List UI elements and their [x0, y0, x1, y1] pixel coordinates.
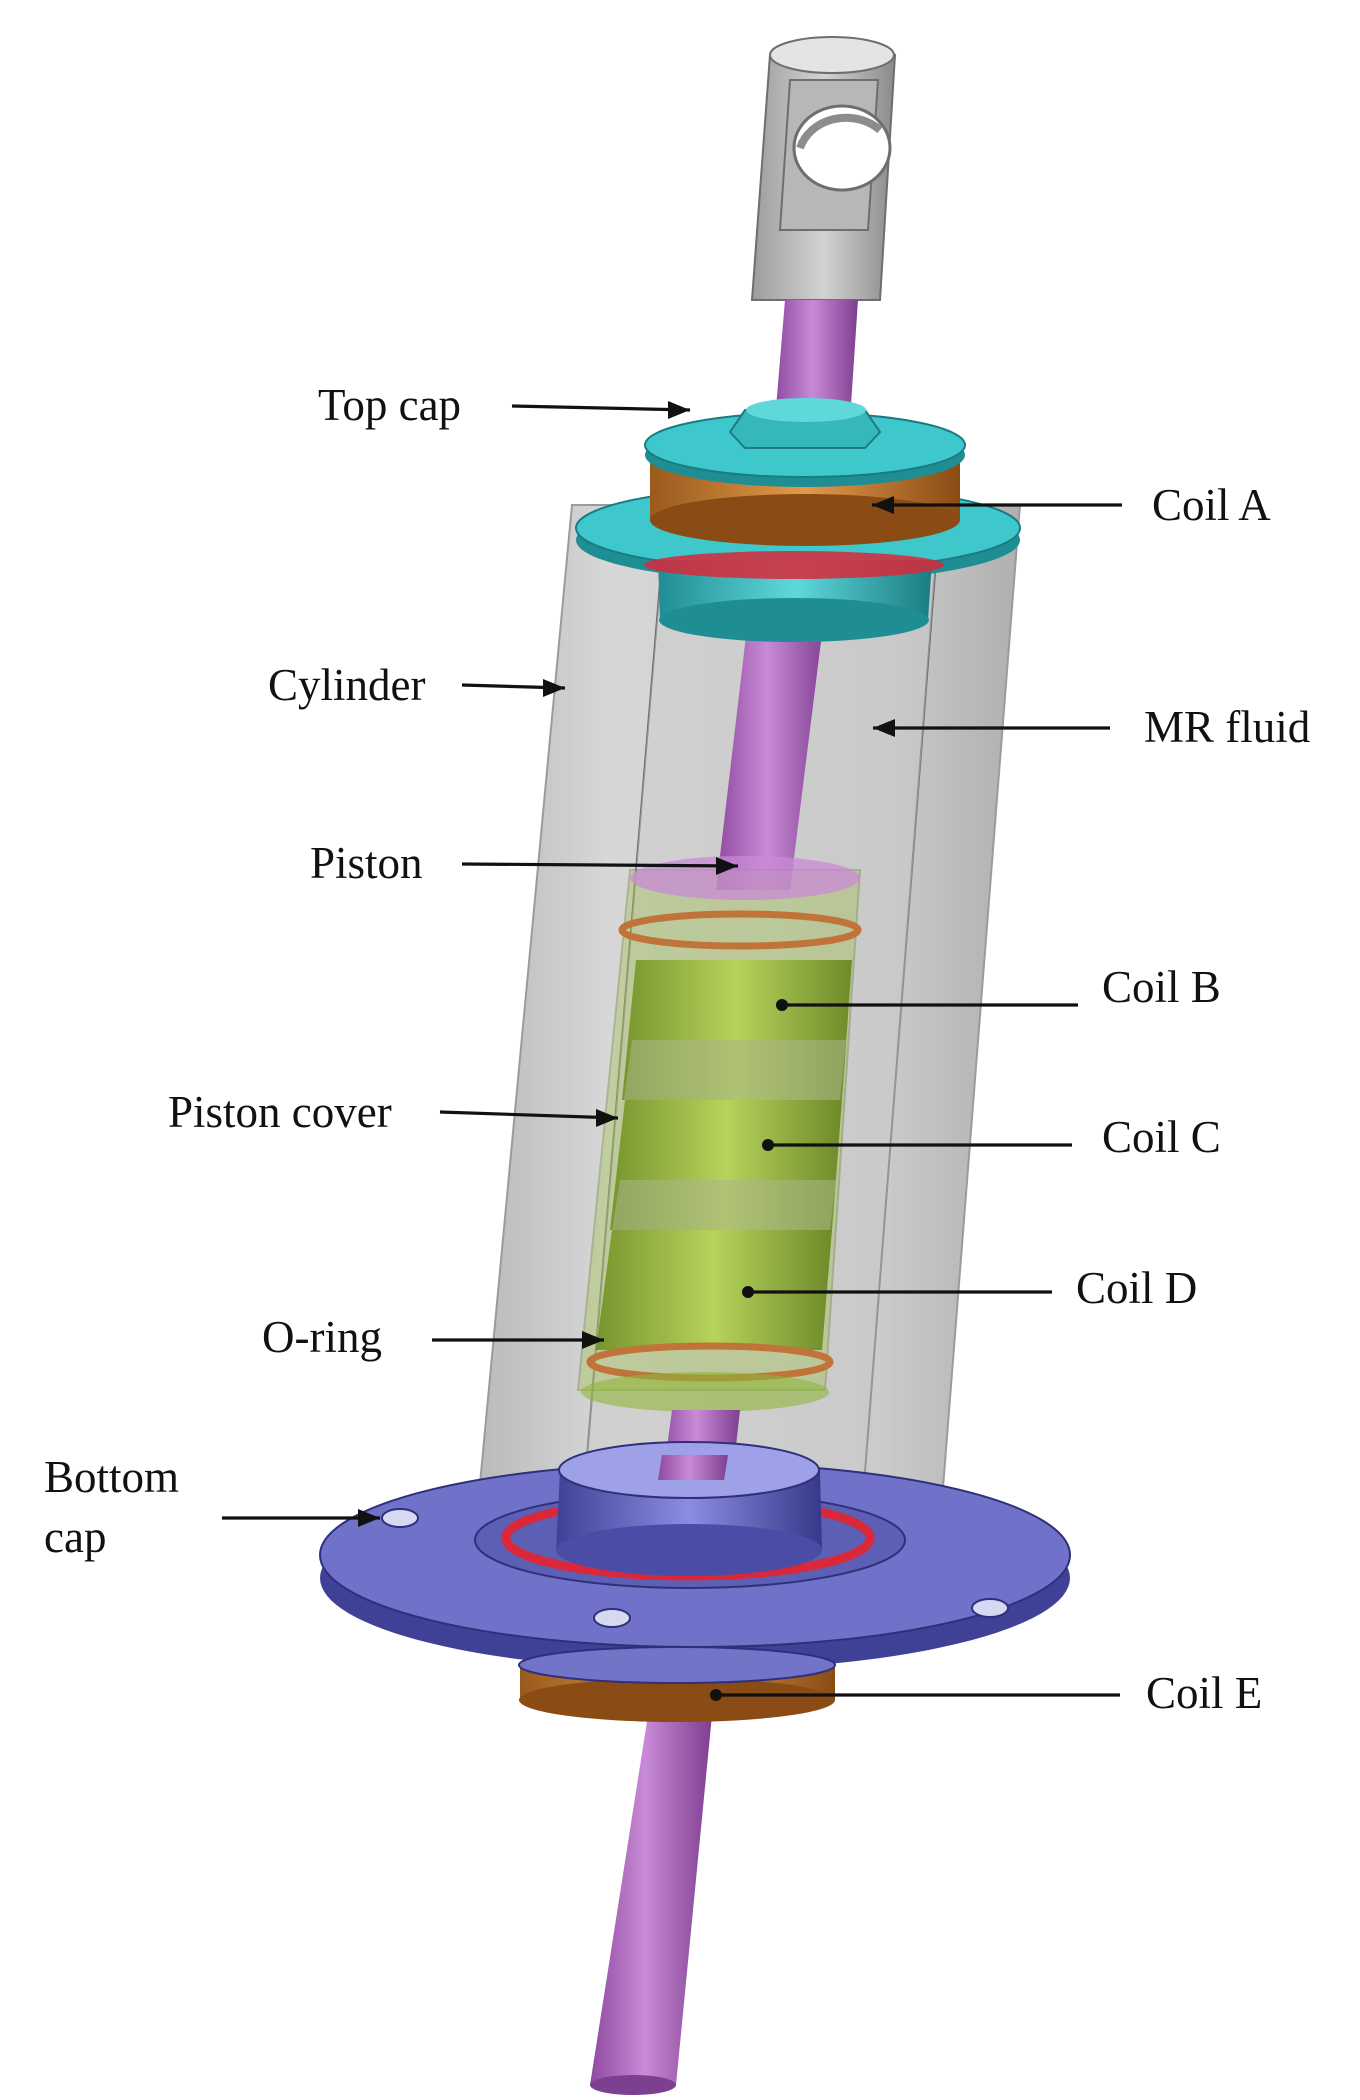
label-coil-b: Coil B [1102, 962, 1221, 1012]
label-piston-cover: Piston cover [168, 1087, 392, 1137]
label-top-cap: Top cap [318, 380, 461, 430]
arrow-piston-cover [439, 1110, 619, 1120]
label-mr-fluid: MR fluid [1144, 702, 1310, 752]
label-bottom-cap-line1: Bottom [44, 1452, 179, 1502]
bolt-hole [971, 1598, 1009, 1618]
bolt-hole [381, 1508, 419, 1528]
label-coil-c: Coil C [1102, 1112, 1221, 1162]
annotation-arrows [222, 401, 1122, 1701]
arrow-piston [461, 862, 739, 868]
label-coil-a: Coil A [1152, 480, 1271, 530]
bottom-cap-assembly [319, 1441, 1071, 1722]
piston-assembly [576, 856, 862, 1412]
arrow-top-cap [511, 404, 691, 412]
label-bottom-cap-line2: cap [44, 1512, 106, 1562]
rod-end-mount [750, 36, 897, 301]
inner-rod [716, 585, 828, 890]
label-piston: Piston [310, 838, 423, 888]
coil-d [596, 1230, 832, 1350]
lower-rod [590, 1715, 712, 2095]
bolt-hole [593, 1608, 631, 1628]
label-coil-e: Coil E [1146, 1668, 1262, 1718]
labels: Top cap Coil A Cylinder MR fluid Piston … [44, 380, 1310, 1718]
label-o-ring: O-ring [262, 1312, 382, 1362]
label-coil-d: Coil D [1076, 1263, 1197, 1313]
upper-rod [775, 300, 858, 420]
label-cylinder: Cylinder [268, 660, 425, 710]
